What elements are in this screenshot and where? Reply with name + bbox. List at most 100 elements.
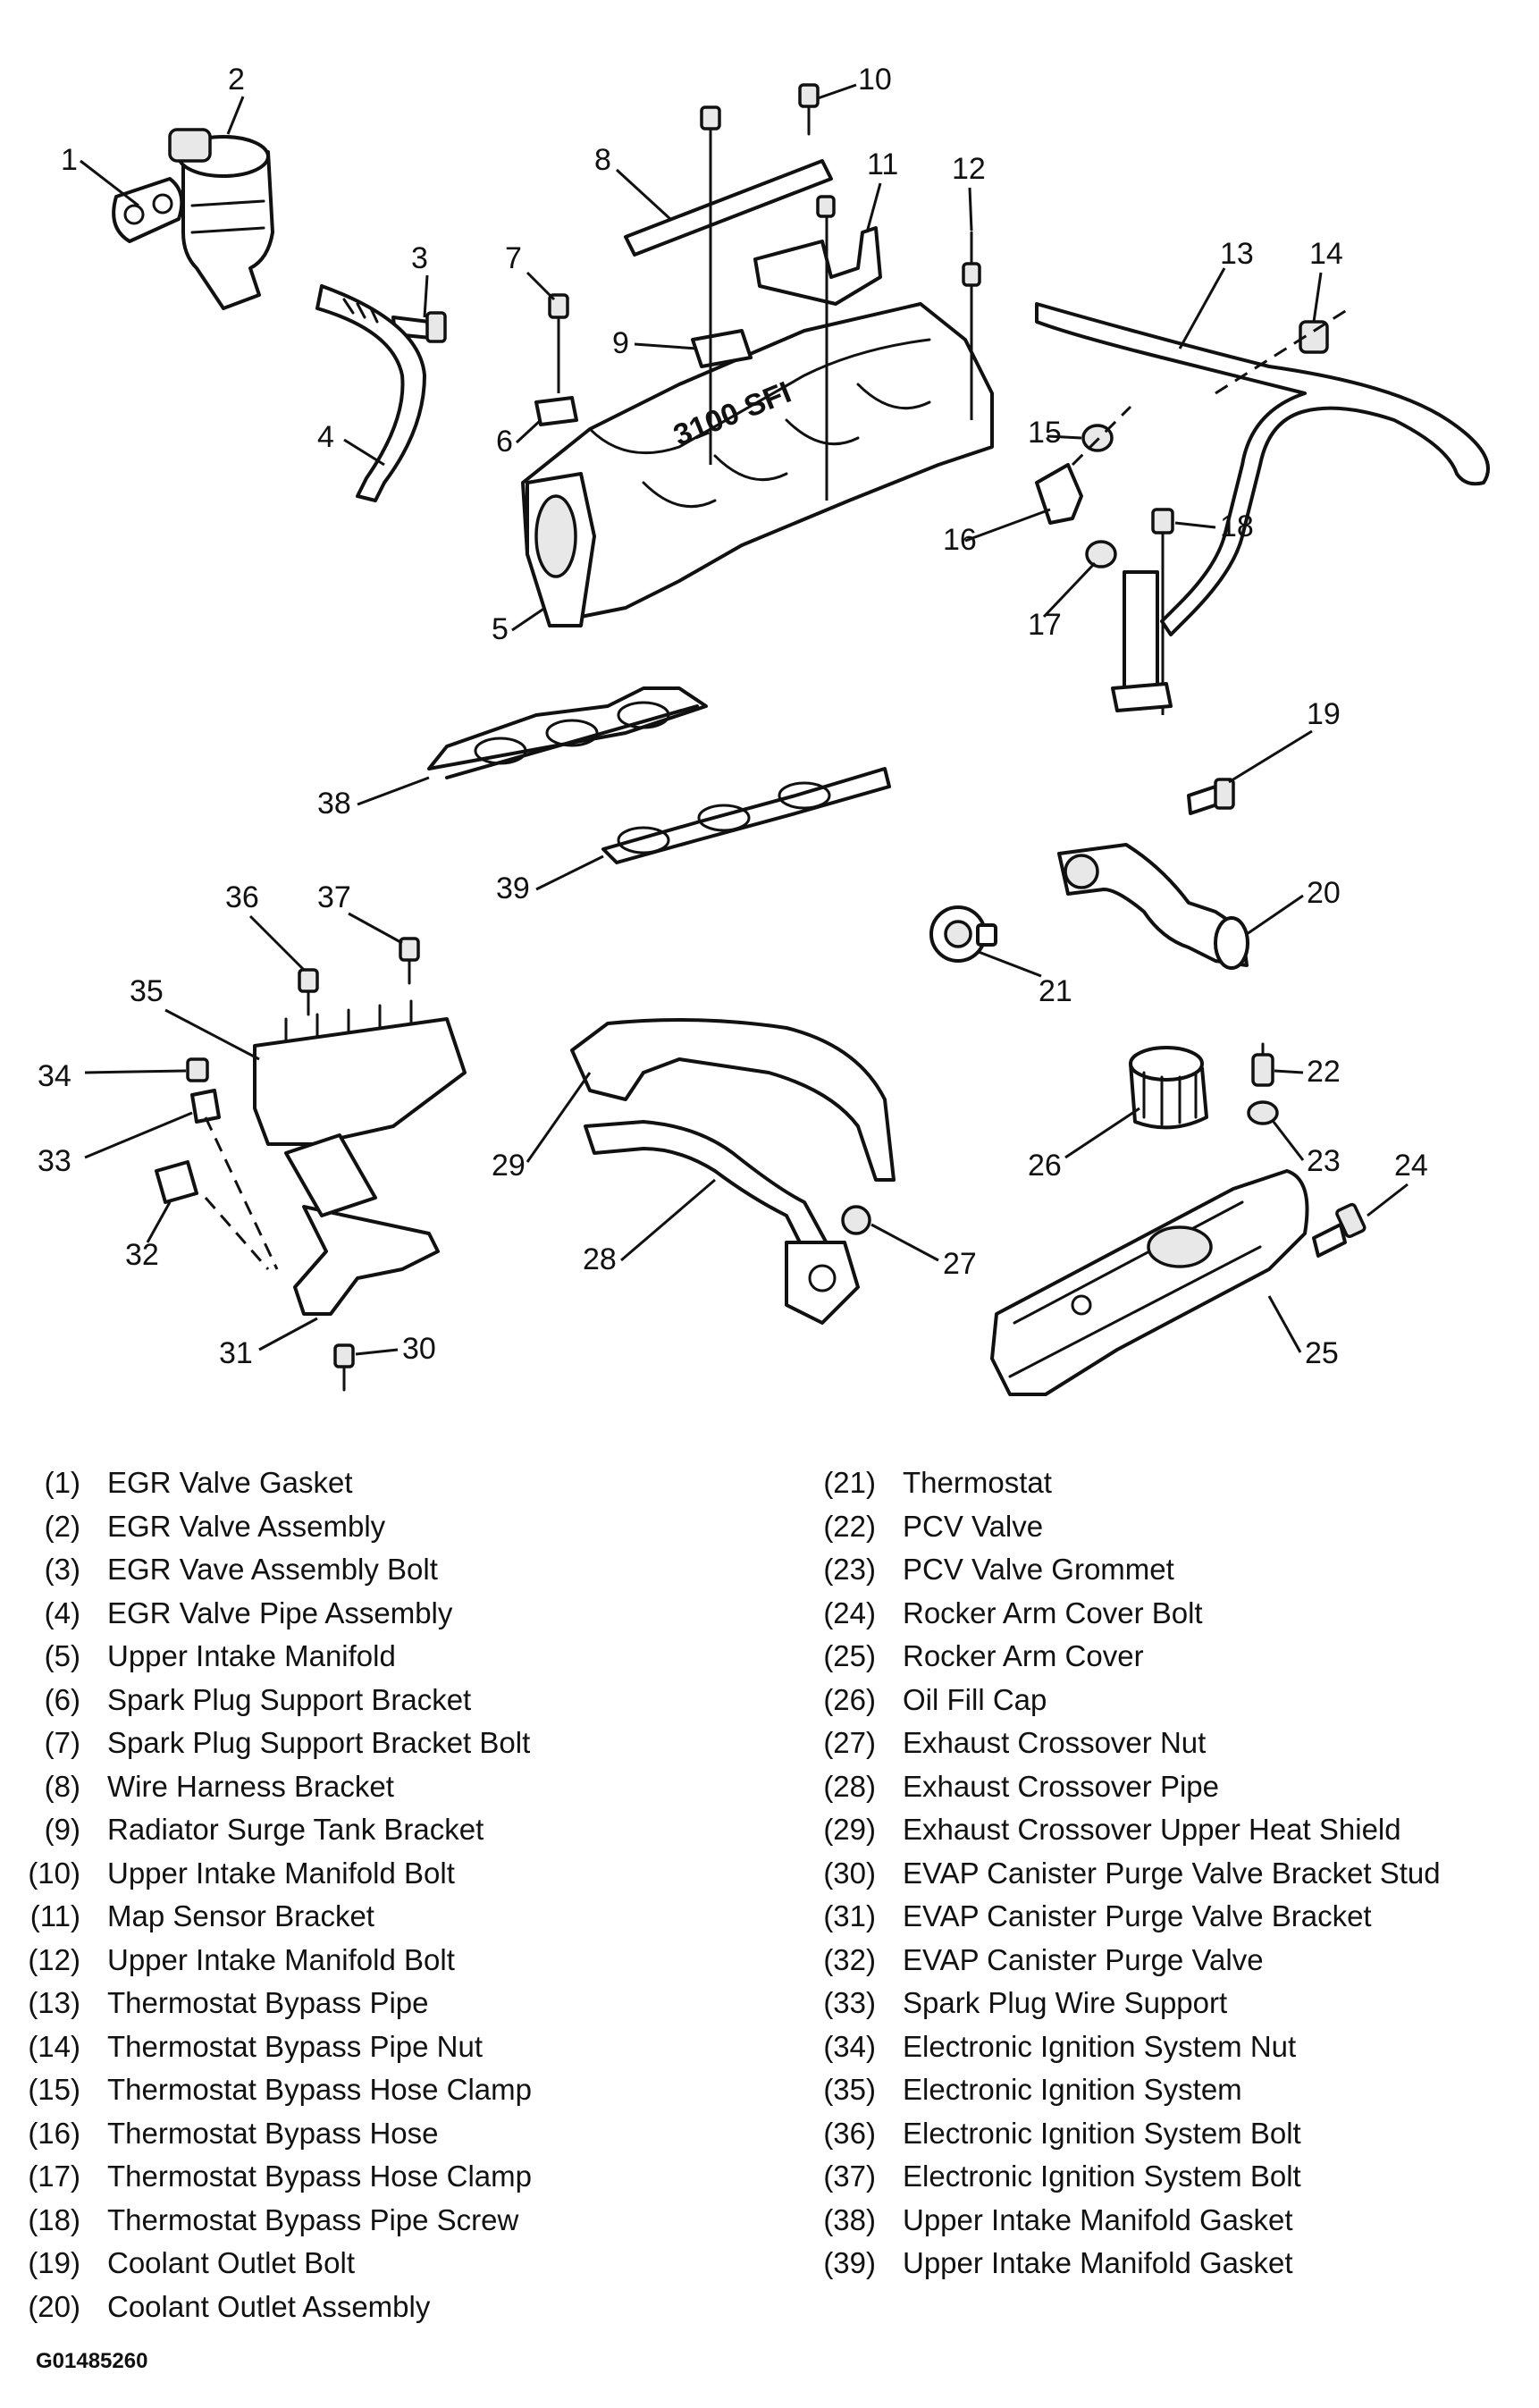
legend-column-right: (21)Thermostat(22)PCV Valve(23)PCV Valve…: [795, 1461, 1441, 2286]
legend-item: (23)PCV Valve Grommet: [795, 1548, 1441, 1592]
legend-item: (12)Upper Intake Manifold Bolt: [0, 1939, 532, 1983]
legend-item: (28)Exhaust Crossover Pipe: [795, 1765, 1441, 1809]
legend-item-number: (25): [823, 1639, 876, 1673]
callout-12: 12: [952, 152, 986, 186]
callout-33: 33: [38, 1144, 71, 1178]
callout-7: 7: [505, 241, 522, 275]
callout-26: 26: [1028, 1149, 1062, 1183]
legend-item-name: EVAP Canister Purge Valve: [903, 1942, 1264, 1976]
legend-item: (4) EGR Valve Pipe Assembly: [0, 1592, 532, 1636]
legend-item-name: EGR Valve Assembly: [107, 1509, 386, 1543]
callout-labels: 1 2 3 4 5 6 7 8 9 10 11 12 13 14 15 16 1…: [38, 63, 1428, 1370]
callout-4: 4: [317, 420, 334, 454]
spark-plug-wire-support: [190, 1089, 221, 1124]
legend-item-name: Upper Intake Manifold Bolt: [107, 1942, 455, 1976]
legend-item: (34)Electronic Ignition System Nut: [795, 2025, 1441, 2069]
callout-8: 8: [594, 143, 611, 177]
legend-item: (8)Wire Harness Bracket: [0, 1765, 532, 1809]
legend-item: (27)Exhaust Crossover Nut: [795, 1722, 1441, 1765]
legend-item-name: EVAP Canister Purge Valve Bracket: [903, 1899, 1372, 1933]
legend-column-left: (1)EGR Valve Gasket(2)EGR Valve Assembly…: [0, 1461, 532, 2328]
legend-item: (30)EVAP Canister Purge Valve Bracket St…: [795, 1852, 1440, 1896]
legend-item: (5)Upper Intake Manifold: [0, 1635, 532, 1679]
legend-item-number: (34): [823, 2029, 876, 2063]
callout-23: 23: [1307, 1144, 1341, 1178]
legend-item-name: Upper Intake Manifold Gasket: [903, 2202, 1293, 2236]
coolant-outlet-assembly: [1057, 843, 1249, 970]
legend-item: (32)EVAP Canister Purge Valve: [795, 1939, 1441, 1983]
callout-10: 10: [858, 63, 892, 97]
exhaust-crossover-upper-heat-shield: [570, 1018, 896, 1182]
exhaust-crossover-pipe: [584, 1120, 860, 1325]
legend-item-number: (39): [823, 2246, 876, 2280]
egr-vave-assembly-bolt: [391, 311, 447, 343]
legend-item-name: Upper Intake Manifold: [107, 1639, 396, 1673]
callout-14: 14: [1309, 237, 1343, 271]
egr-valve-pipe-assembly: [315, 284, 426, 502]
legend-item: (9)Radiator Surge Tank Bracket: [0, 1808, 532, 1852]
callout-27: 27: [943, 1247, 977, 1281]
legend-item: (20)Coolant Outlet Assembly: [0, 2286, 532, 2329]
callout-6: 6: [496, 425, 513, 459]
legend-item-number: (33): [823, 1986, 876, 2020]
callout-18: 18: [1220, 509, 1254, 543]
callout-5: 5: [492, 612, 509, 646]
legend-item: (18)Thermostat Bypass Pipe Screw: [0, 2199, 532, 2243]
legend-item: (1)EGR Valve Gasket: [0, 1461, 532, 1505]
spark-plug-support-bracket: [534, 396, 578, 426]
legend-item: (33) Spark Plug Wire Support: [795, 1982, 1441, 2025]
legend-item-name: Upper Intake Manifold Bolt: [107, 1856, 455, 1890]
legend-item-number: (21): [823, 1466, 876, 1500]
callout-17: 17: [1028, 608, 1062, 642]
thermostat-bypass-hose-clamp-17: [1085, 540, 1117, 568]
legend-item-name: Thermostat Bypass Pipe: [107, 1986, 429, 2020]
callout-13: 13: [1220, 237, 1254, 271]
legend-item-name: EGR Valve Pipe Assembly: [107, 1596, 453, 1629]
legend-item-number: (38): [823, 2202, 876, 2236]
legend-item-number: (30): [823, 1856, 876, 1890]
legend-item-number: (29): [823, 1813, 876, 1847]
evap-canister-purge-valve: [155, 1116, 279, 1270]
legend-item-name: Rocker Arm Cover: [903, 1639, 1144, 1673]
legend-item-number: (13): [28, 1986, 80, 2020]
legend-item: (13) Thermostat Bypass Pipe: [0, 1982, 532, 2025]
legend-item-name: Rocker Arm Cover Bolt: [903, 1596, 1203, 1629]
callout-19: 19: [1307, 697, 1341, 731]
rocker-arm-cover: [990, 1169, 1309, 1396]
legend-item-name: Spark Plug Support Bracket Bolt: [107, 1726, 531, 1760]
legend-item-number: (4): [44, 1596, 80, 1629]
legend-item: (11)Map Sensor Bracket: [0, 1895, 532, 1939]
callout-38: 38: [317, 787, 351, 821]
legend-item-number: (16): [28, 2116, 80, 2150]
egr-valve-assembly: [168, 128, 274, 310]
callout-15: 15: [1028, 416, 1062, 450]
legend-item-name: Spark Plug Wire Support: [903, 1986, 1228, 2020]
radiator-surge-tank-bracket: [691, 329, 753, 368]
legend-item-name: Oil Fill Cap: [903, 1682, 1047, 1716]
callout-37: 37: [317, 880, 351, 914]
legend-item-name: Spark Plug Support Bracket: [107, 1682, 472, 1716]
pcv-valve-grommet: [1247, 1100, 1279, 1125]
legend-item-number: (19): [28, 2246, 80, 2280]
thermostat-housing-post: [1111, 570, 1173, 712]
legend-item-name: Electronic Ignition System Bolt: [903, 2116, 1301, 2150]
parts-legend: (1)EGR Valve Gasket(2)EGR Valve Assembly…: [0, 1444, 1539, 2337]
legend-item-name: Thermostat Bypass Pipe Screw: [107, 2202, 519, 2236]
callout-25: 25: [1305, 1336, 1339, 1370]
legend-item: (10)Upper Intake Manifold Bolt: [0, 1852, 532, 1896]
legend-item-name: Thermostat Bypass Hose: [107, 2116, 439, 2150]
thermostat-bypass-pipe: [1035, 302, 1490, 636]
legend-item-name: Upper Intake Manifold Gasket: [903, 2246, 1293, 2280]
electronic-ignition-system-nut: [186, 1057, 209, 1082]
legend-item-name: Thermostat Bypass Hose Clamp: [107, 2160, 533, 2193]
legend-item: (31)EVAP Canister Purge Valve Bracket: [795, 1895, 1441, 1939]
legend-item-number: (9): [44, 1813, 80, 1847]
legend-item: (3)EGR Vave Assembly Bolt: [0, 1548, 532, 1592]
legend-item-name: EGR Vave Assembly Bolt: [107, 1553, 438, 1587]
legend-item-number: (22): [823, 1509, 876, 1543]
legend-item-number: (35): [823, 2073, 876, 2107]
legend-item: (36)Electronic Ignition System Bolt: [795, 2112, 1441, 2156]
thermostat-bypass-hose: [1035, 463, 1083, 525]
exploded-parts-diagram: 3100 SFI: [38, 63, 1490, 1396]
oil-fill-cap: [1129, 1046, 1208, 1130]
